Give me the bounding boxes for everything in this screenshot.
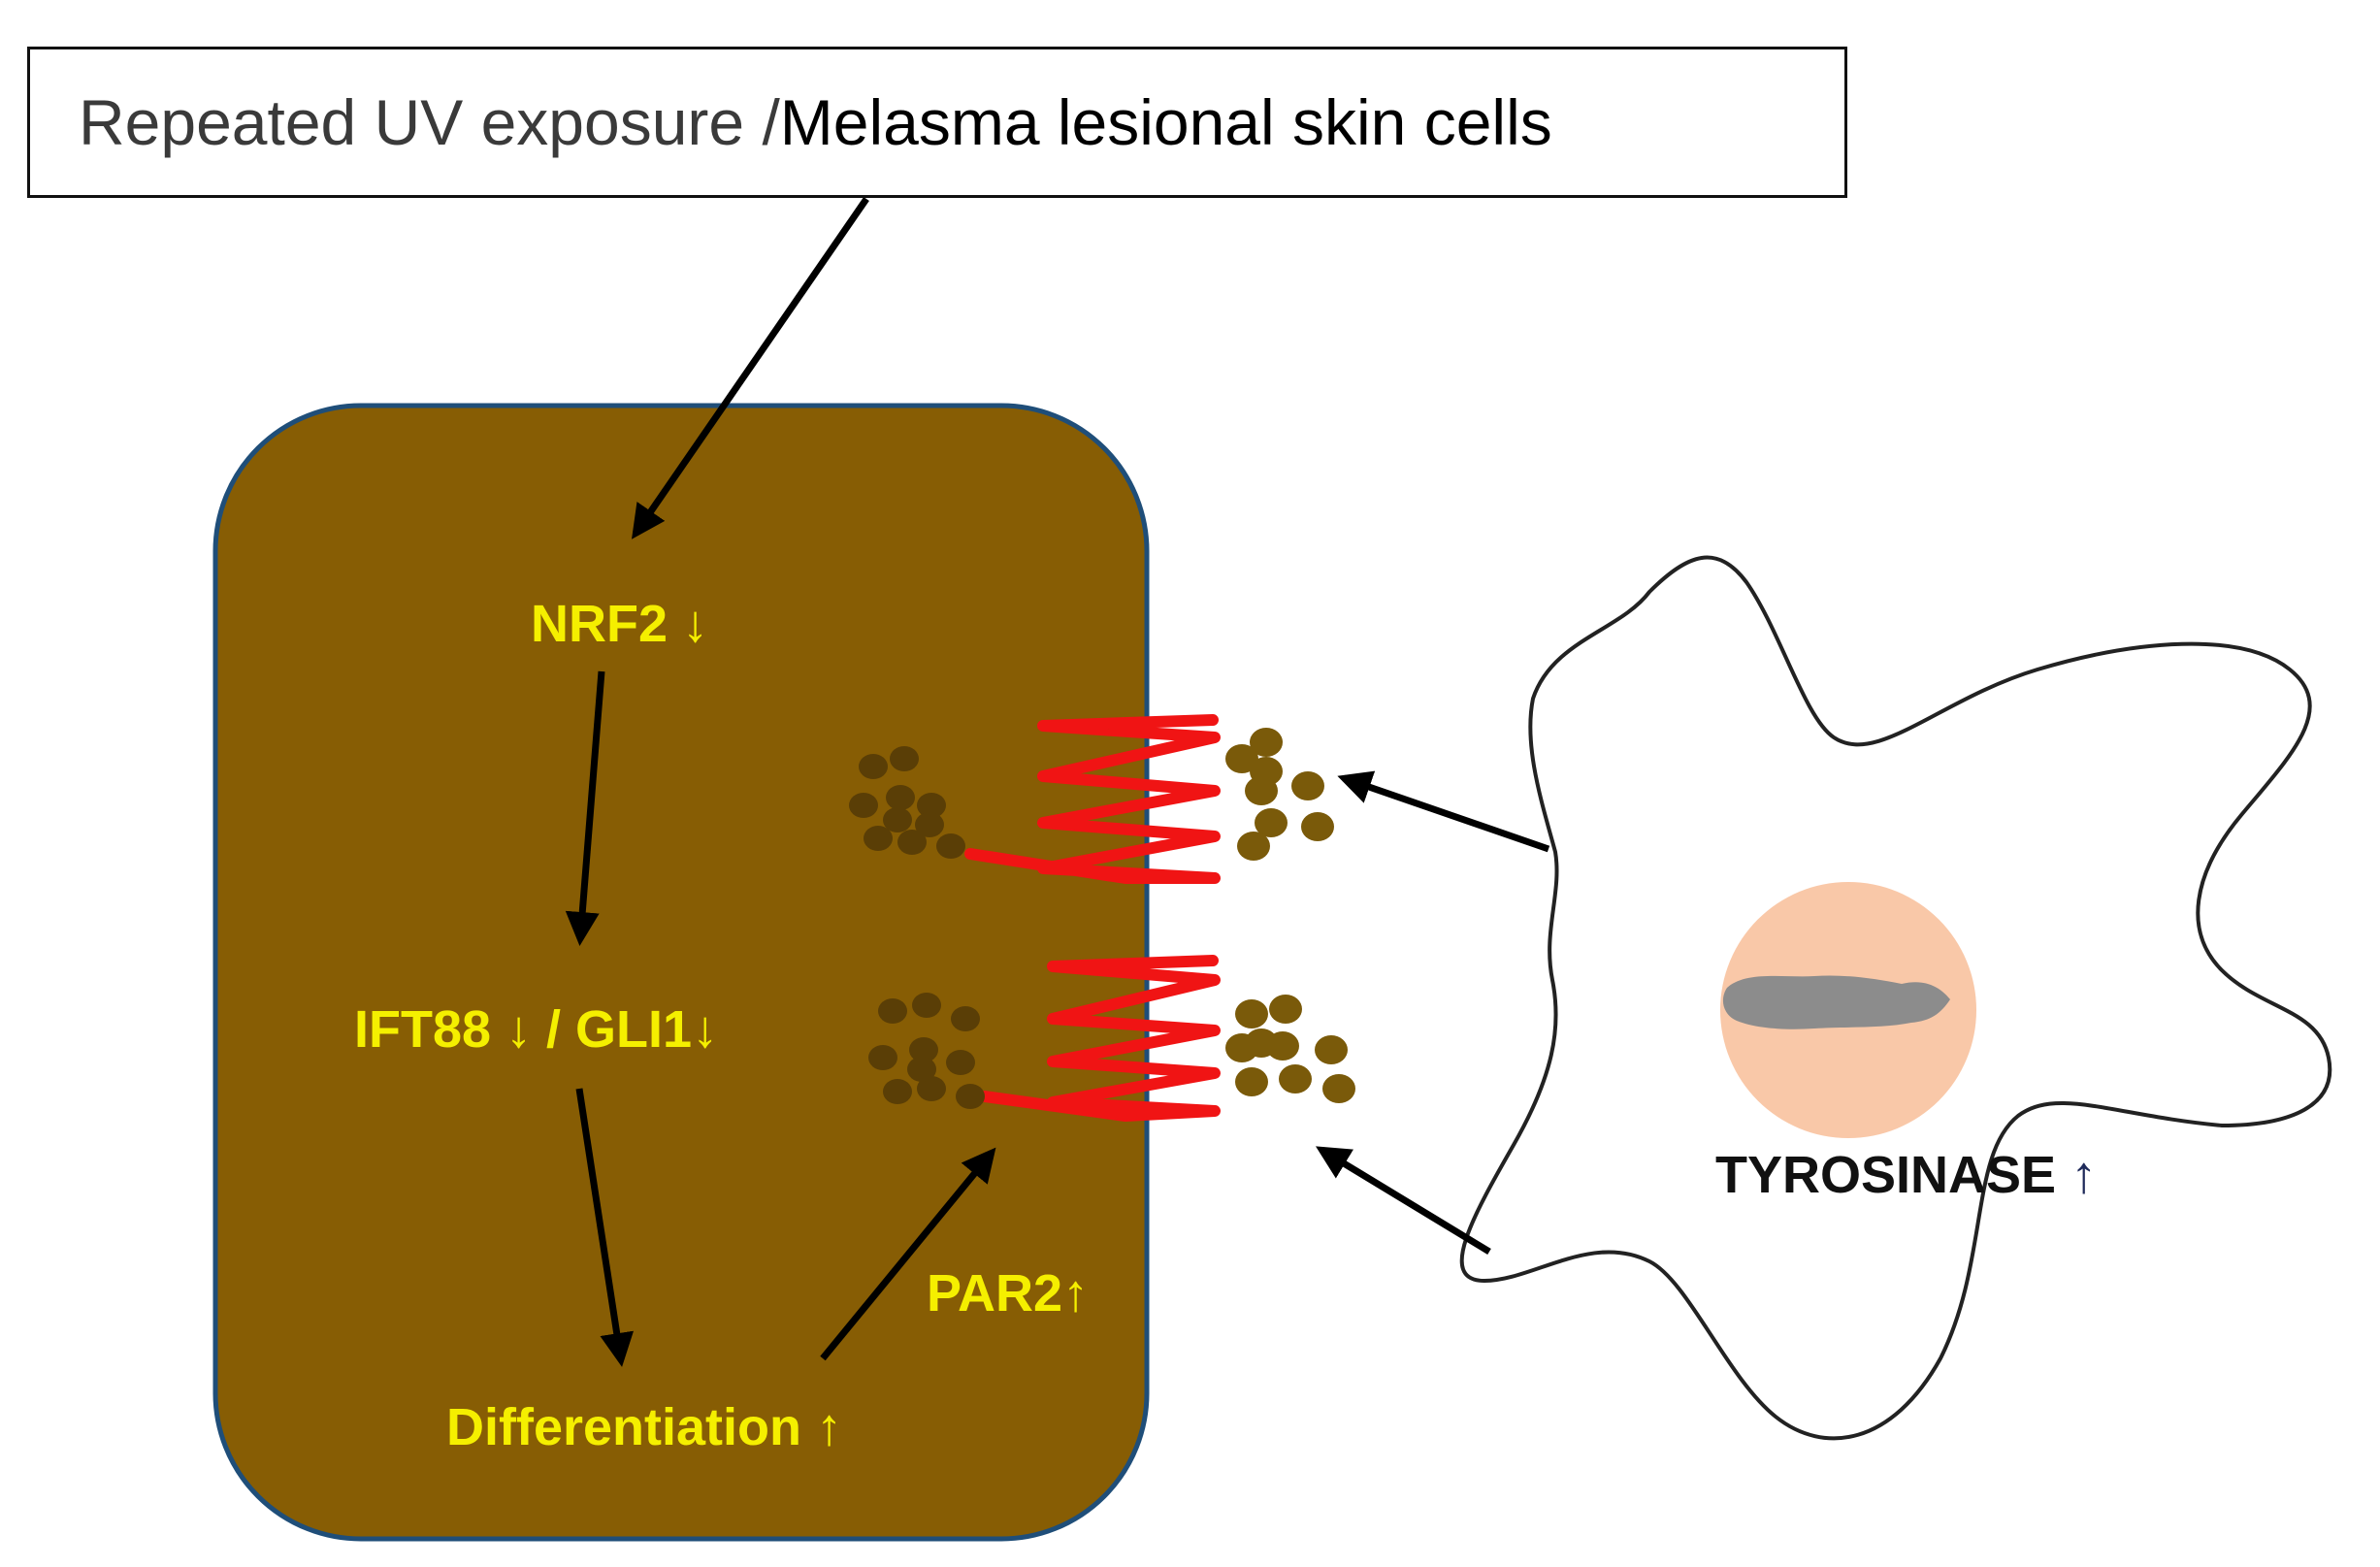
melanosome	[1250, 728, 1283, 757]
internal-granule	[951, 1006, 980, 1031]
chromatin-blob	[1722, 975, 1950, 1029]
ift88-gli1-label: IFT88 ↓ / GLI1↓	[354, 1000, 719, 1059]
par2-receptor-bottom	[979, 955, 1221, 1122]
header-box: Repeated UV exposure / Melasma lesional …	[27, 47, 1847, 198]
melanosomes	[1225, 728, 1355, 1103]
differentiation-label: Differentiation ↑	[446, 1398, 843, 1456]
keratinocyte-cell	[212, 403, 1150, 1542]
tyrosinase-label: TYROSINASE ↑	[1715, 1145, 2097, 1205]
nrf2-label: NRF2 ↓	[531, 595, 709, 653]
internal-granule	[909, 1037, 938, 1062]
internal-granule	[917, 793, 946, 818]
melanosome	[1225, 744, 1258, 773]
melanosome	[1279, 1064, 1312, 1094]
arrow-differentiation-to-par2	[820, 1147, 996, 1361]
melanosome	[1245, 1028, 1278, 1058]
tyrosinase-text: TYROSINASE	[1715, 1146, 2071, 1204]
internal-granule	[890, 746, 919, 771]
header-text-part1: Repeated UV exposure /	[79, 86, 780, 158]
melanosome	[1322, 1074, 1355, 1103]
internal-granule	[917, 1076, 946, 1101]
internal-granule	[849, 793, 878, 818]
melanosome	[1315, 1035, 1348, 1064]
internal-granule	[868, 1045, 897, 1070]
arrow-melanocyte-to-melanosomes-top	[1337, 770, 1550, 853]
melanosome	[1301, 812, 1334, 841]
tyrosinase-up-arrow: ↑	[2070, 1146, 2098, 1204]
melanosome	[1269, 995, 1302, 1024]
internal-granule	[956, 1084, 985, 1109]
internal-granule	[883, 1079, 912, 1104]
internal-granule	[936, 833, 965, 859]
arrow-melanocyte-to-melanosomes-bottom	[1316, 1146, 1491, 1255]
internal-granule	[915, 812, 944, 837]
internal-granule	[859, 754, 888, 779]
internal-granule	[883, 807, 912, 832]
melanosome	[1235, 999, 1268, 1028]
internal-granule	[886, 785, 915, 810]
melanosome	[1255, 808, 1288, 837]
par2-receptor-top	[964, 714, 1221, 884]
internal-granule	[864, 826, 893, 851]
arrow-ift88-to-differentiation	[575, 1088, 635, 1367]
internal-granule	[897, 830, 927, 855]
internal-granule	[912, 993, 941, 1018]
header-text-part2: Melasma lesional skin cells	[779, 86, 1552, 158]
arrow-uv-to-nrf2	[632, 197, 869, 539]
internal-granule	[878, 998, 907, 1024]
melanosome	[1237, 832, 1270, 861]
internal-granule	[907, 1057, 936, 1082]
par2-label: PAR2↑	[927, 1264, 1090, 1322]
internal-granules	[849, 746, 985, 1109]
melanosome	[1291, 771, 1324, 800]
internal-granule	[946, 1050, 975, 1075]
melanosome	[1245, 776, 1278, 805]
arrow-nrf2-to-ift88	[565, 670, 605, 946]
melanosome	[1235, 1067, 1268, 1096]
